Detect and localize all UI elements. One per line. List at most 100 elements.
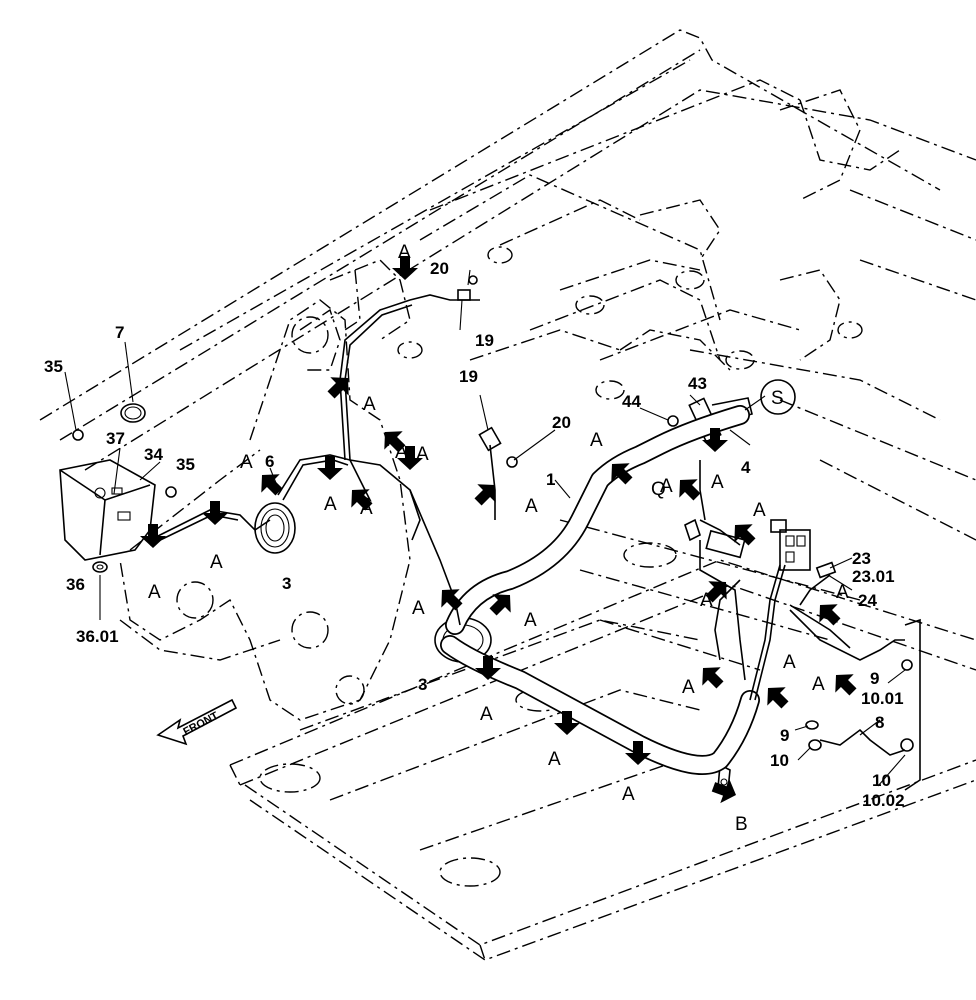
clamp-arrow-14: A [734, 500, 766, 546]
clamp-arrow-23: A [819, 582, 849, 626]
callout-10-left: 10 [770, 751, 789, 770]
callout-8: 8 [875, 713, 884, 732]
callout-20-lower: 20 [552, 413, 571, 432]
clamp-arrow-shape [702, 428, 728, 452]
clamp-arrow-1: A [392, 242, 418, 280]
clamp-label-A: A [148, 582, 161, 603]
clamp-label-A: A [524, 610, 537, 631]
clamp-arrow-shape [202, 501, 228, 525]
clamp-arrow-21: A [682, 667, 724, 698]
callout-44: 44 [622, 392, 641, 411]
clamp-arrow-16: A [412, 589, 463, 619]
clamp-arrow-shape [625, 741, 651, 765]
callout-23-01: 23.01 [852, 567, 895, 586]
callout-3-lower: 3 [418, 675, 427, 694]
front-direction-arrow: FRONT [156, 698, 238, 746]
clamp-label-A: A [240, 452, 253, 473]
clamp-label-A: A [700, 590, 713, 611]
leader-lines [64, 269, 906, 787]
clamp-arrow-shape [819, 604, 841, 626]
frame-outline [39, 29, 976, 961]
clamp-arrow-8: A [202, 501, 228, 573]
clamp-arrow-shape [835, 674, 857, 696]
clamp-arrow-shape [554, 711, 580, 735]
clamp-arrow-shape [397, 446, 423, 470]
clamp-arrow-shape [711, 778, 736, 804]
clamp-arrow-4: A [397, 444, 429, 470]
clamp-arrow-5: A [317, 456, 343, 515]
clamp-arrow-shape [351, 489, 373, 511]
clamp-arrow-2: A [327, 377, 376, 415]
callout-43: 43 [688, 374, 707, 393]
clamp-arrow-7: A [240, 452, 283, 496]
clamp-arrow-shape [392, 256, 418, 280]
callout-9-upper: 9 [870, 669, 879, 688]
clamp-arrow-shape [611, 463, 633, 485]
clamp-arrow-6: A [351, 489, 373, 519]
clamp-arrow-22: A [767, 652, 796, 709]
callout-labels: 7 35 37 34 35 36 36.01 6 3 20 19 19 20 1… [44, 259, 905, 835]
clamp-arrow-shape [475, 656, 501, 680]
callout-7: 7 [115, 323, 124, 342]
callout-24: 24 [858, 591, 877, 610]
clamp-label-A: A [836, 582, 849, 603]
callout-10-01: 10.01 [861, 689, 904, 708]
clamp-label-A: A [682, 677, 695, 698]
clamp-arrow-shape [702, 667, 724, 689]
clamp-arrow-shape [261, 474, 283, 496]
clamp-label-A: A [812, 674, 825, 695]
clamp-arrow-17: A [489, 594, 537, 631]
callout-6: 6 [265, 452, 274, 471]
callout-19-lower: 19 [459, 367, 478, 386]
clamp-arrow-shape [441, 589, 463, 611]
clamp-arrow-9: A [140, 524, 166, 603]
callout-9-lower: 9 [780, 726, 789, 745]
clamp-arrow-shape [384, 431, 406, 453]
clamp-arrow-12: A [660, 476, 701, 501]
callout-36: 36 [66, 575, 85, 594]
clamp-label-A: A [324, 494, 337, 515]
callout-23: 23 [852, 549, 871, 568]
callout-20-upper: 20 [430, 259, 449, 278]
clamp-arrow-shape [767, 687, 789, 709]
callout-1: 1 [546, 470, 555, 489]
clamp-label-A: A [753, 500, 766, 521]
clamp-arrow-19: A [548, 711, 580, 770]
main-harness-tube [440, 405, 760, 775]
clamp-arrow-15: A [700, 581, 727, 611]
callout-S: S [771, 388, 784, 409]
clamp-label-A: A [398, 242, 411, 263]
harness-wires [149, 294, 906, 756]
callout-37: 37 [106, 429, 125, 448]
clamp-label-A: A [210, 552, 223, 573]
callout-35-left: 35 [44, 357, 63, 376]
clamp-label-A: A [416, 444, 429, 465]
clamp-arrow-3: A [384, 431, 408, 463]
callout-35-right: 35 [176, 455, 195, 474]
clamp-label-A: A [590, 430, 603, 451]
clamp-label-A: A [711, 472, 724, 493]
view-s-circle [760, 379, 796, 415]
clamp-arrow-20: A [622, 741, 651, 805]
clamp-arrow-24: A [812, 674, 857, 696]
clamp-label-A: A [480, 704, 493, 725]
clamp-arrow-10: A [474, 484, 538, 517]
clamp-arrow-shape [679, 479, 701, 501]
clamp-label-A: A [660, 476, 673, 497]
clamp-label-A: A [525, 496, 538, 517]
clamp-arrow-shape [327, 377, 349, 399]
clamp-arrow-shape [705, 581, 727, 603]
clamp-label-A: A [360, 498, 373, 519]
clamp-arrow-13: A [702, 428, 728, 493]
clamp-arrow-shape [489, 594, 511, 616]
callout-Q: Q [651, 479, 666, 500]
clamp-arrow-shape [317, 456, 343, 480]
callout-19-upper: 19 [475, 331, 494, 350]
callout-36-01: 36.01 [76, 627, 119, 646]
clamp-arrow-shape [140, 524, 166, 548]
clamp-arrow-shape [474, 484, 496, 506]
callout-34: 34 [144, 445, 163, 464]
